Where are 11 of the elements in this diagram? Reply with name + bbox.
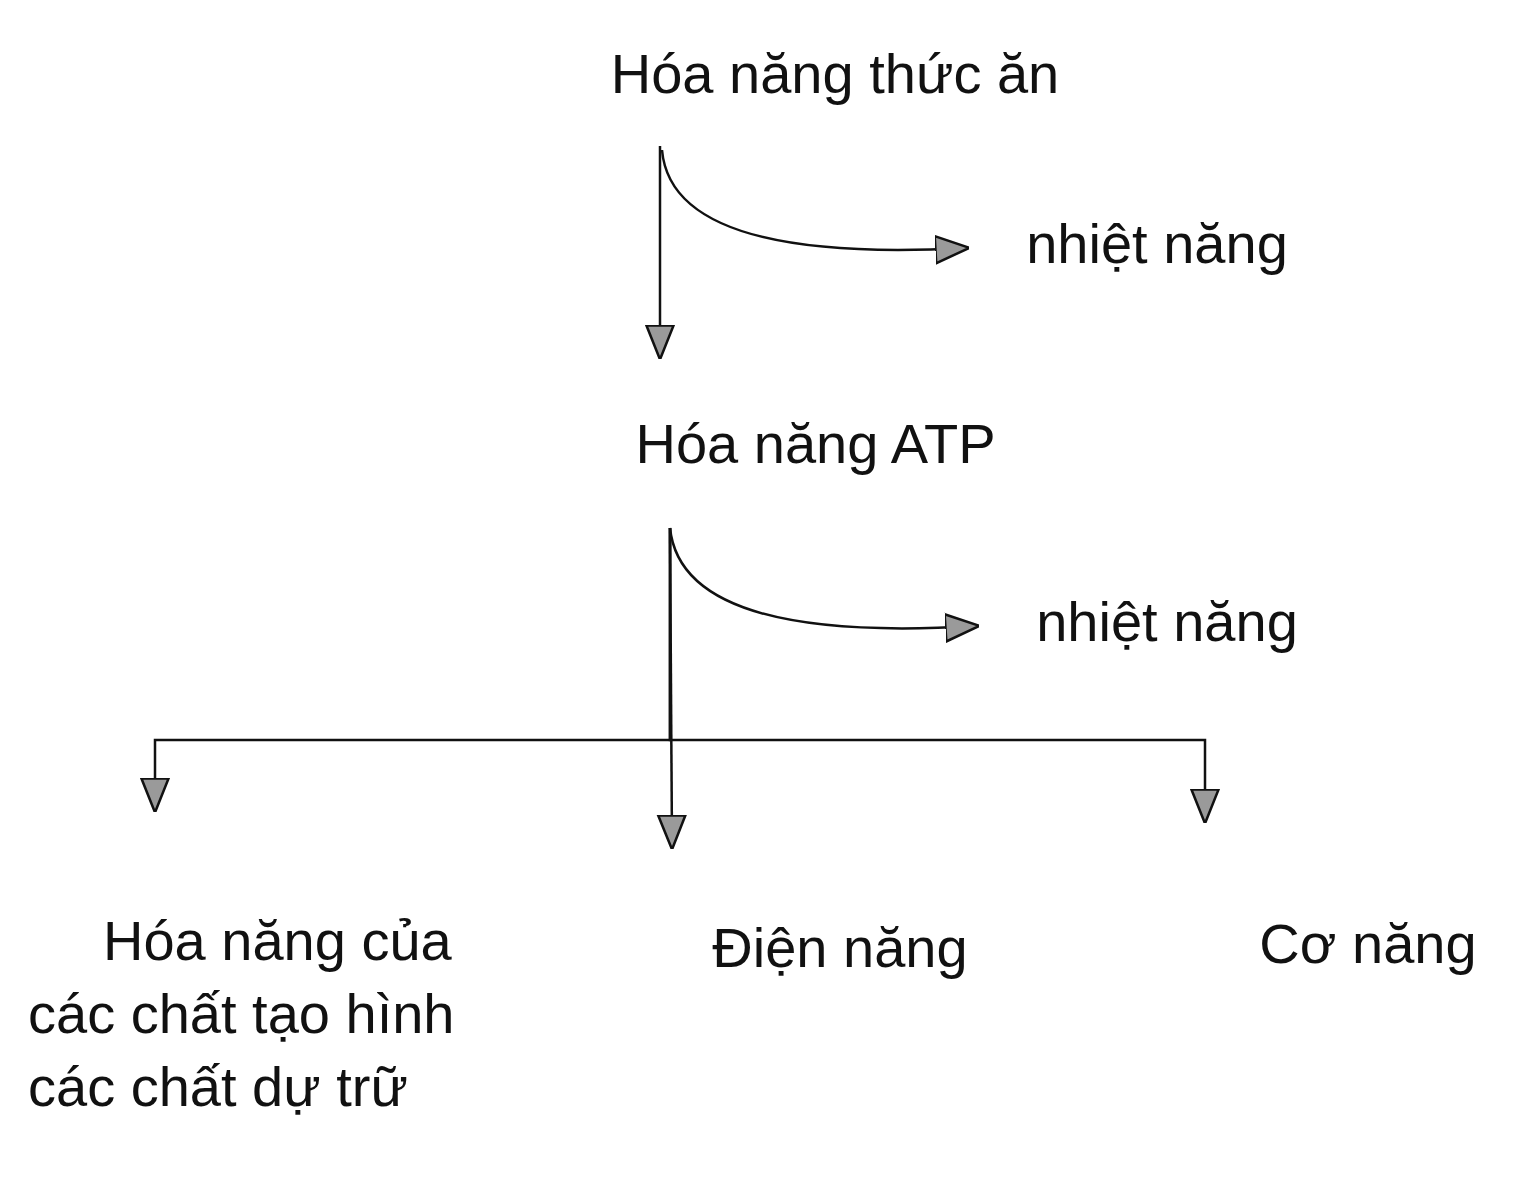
arrow: [660, 149, 971, 264]
node-label: Hóa năng ATP: [634, 411, 997, 477]
arrow: [668, 528, 1220, 825]
node-label: nhiệt năng: [1035, 589, 1299, 655]
node-label: Hóa năng của các chất tạo hình các chất dự trữ: [28, 908, 456, 1120]
arrow: [668, 527, 981, 643]
node-label: Điện năng: [711, 915, 969, 981]
arrow: [645, 146, 675, 361]
node-label: Hóa năng thức ăn: [609, 41, 1061, 107]
node-label: nhiệt năng: [1025, 211, 1289, 277]
node-label: Cơ năng: [1258, 911, 1478, 977]
